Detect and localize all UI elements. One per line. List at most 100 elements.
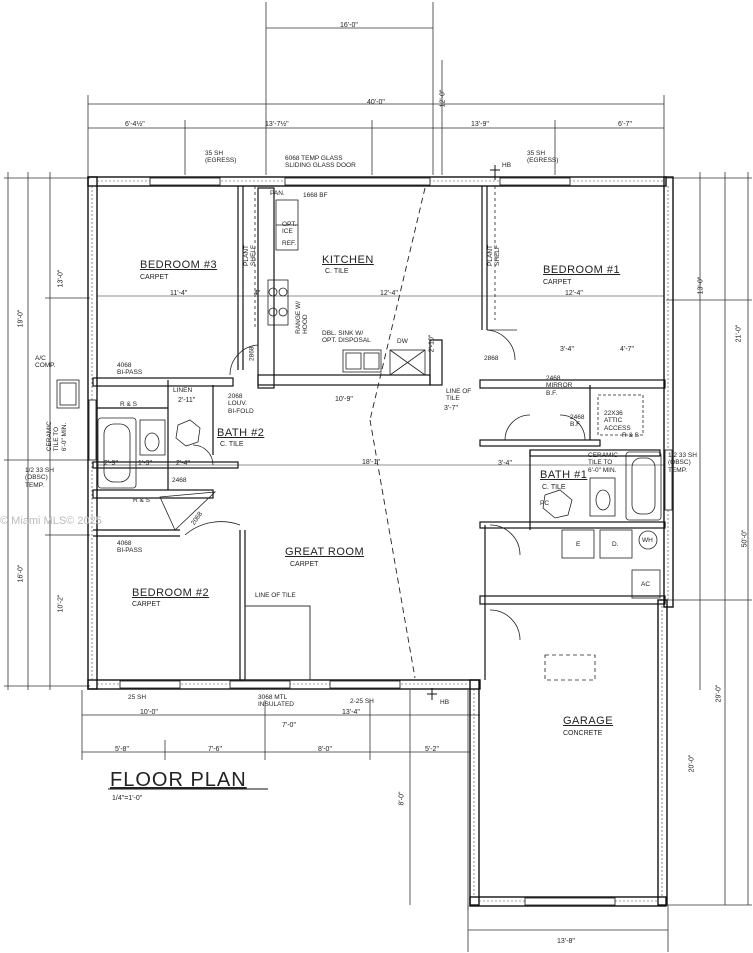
dim-d2: 13'-7½"	[265, 121, 289, 128]
note-rs-1: R & S	[120, 401, 137, 408]
note-sh25: 25 SH	[128, 694, 147, 701]
dim-m2: 1'-3"	[138, 460, 152, 467]
room-kitchen-finish: C. TILE	[325, 268, 349, 275]
dim-left-10: 10'-2"	[57, 594, 65, 613]
plan-title: FLOOR PLAN	[110, 769, 247, 791]
note-range: RANGE W/ HOOD	[294, 301, 310, 334]
note-hb-bottom: HB	[440, 699, 450, 706]
note-ref: REF.	[282, 240, 297, 247]
note-e: E	[576, 541, 581, 548]
dim-bottom-4: 5'-2"	[425, 746, 439, 753]
note-line-of-tile-kitchen: LINE OF TILE	[446, 388, 472, 403]
dim-overall-width: 40'-0"	[367, 99, 385, 106]
dim-bedroom3-width: 11'-4"	[170, 290, 188, 297]
note-sh33-right: 1/2 33 SH (OBSC) TEMP.	[668, 452, 697, 474]
note-ceramic-right: CERAMIC TILE TO 6'-0" MIN.	[588, 452, 618, 474]
dim-garage-width: 13'-8"	[557, 938, 575, 945]
note-bf-2468: 2468 B.F.	[570, 414, 585, 429]
watermark: © Miami MLS© 2025	[0, 515, 102, 527]
note-sh-right: 35 SH (EGRESS)	[527, 150, 559, 165]
room-bedroom2-name: BEDROOM #2	[132, 587, 210, 599]
room-garage-finish: CONCRETE	[563, 730, 603, 737]
dim-right-20: 20'-0"	[688, 754, 696, 773]
dim-m8: 2'-10"	[428, 334, 436, 353]
note-ac-unit: AC	[641, 581, 651, 588]
room-bath2-name: BATH #2	[217, 427, 265, 439]
note-door-2868-a: 2868	[248, 346, 256, 361]
dim-d3: 13'-9"	[471, 121, 489, 128]
note-ceramic-left: CERAMIC TILE TO 6'-0" MIN.	[45, 421, 68, 452]
dim-bottom-5: 10'-0"	[140, 709, 158, 716]
note-water-heater: WH	[642, 537, 653, 544]
note-ac-comp: A/C COMP.	[35, 355, 56, 370]
note-door-3068: 3068 MTL INSULATED	[258, 694, 294, 709]
dim-bedroom1-width: 12'-4"	[565, 290, 583, 297]
dim-m1: 2'-9"	[104, 460, 118, 467]
note-rs-2: R & S	[133, 497, 150, 504]
dim-kitchen-width: 12'-4"	[380, 290, 398, 297]
dim-m3: 2'-4"	[176, 460, 190, 467]
dim-left-19: 19'-0"	[17, 309, 25, 328]
note-sh-left: 35 SH (EGRESS)	[205, 150, 237, 165]
room-bath2-finish: C. TILE	[220, 441, 244, 448]
dim-right-13: 13'-0"	[697, 276, 705, 295]
dim-right-21: 21'-0"	[735, 324, 743, 343]
note-opt-ice: OPT. ICE	[282, 221, 297, 236]
room-bedroom3-finish: CARPET	[140, 274, 169, 281]
note-mirror: 2468 MIRROR B.F.	[546, 375, 573, 397]
note-attic-access: 22X36 ATTIC ACCESS	[604, 410, 631, 432]
note-bipass-2: 4068 BI-PASS	[117, 540, 143, 555]
note-d: D.	[612, 541, 619, 548]
note-pc: PC	[540, 500, 550, 507]
note-linen: LINEN	[173, 387, 193, 394]
room-bedroom1-finish: CARPET	[543, 279, 572, 286]
note-sh33-left: 1/2 33 SH (OBSC) TEMP.	[25, 467, 54, 489]
room-bedroom1-name: BEDROOM #1	[543, 264, 621, 276]
note-rs-3: R & S	[622, 432, 639, 439]
dim-bottom-7: 13'-4"	[342, 709, 360, 716]
dim-hall-kitchen: 10'-9"	[335, 396, 353, 403]
room-bath1-finish: C. TILE	[542, 484, 566, 491]
note-louv: 2068 LOUV. BI-FOLD	[228, 393, 254, 415]
plan-scale: 1/4"=1'-0"	[112, 795, 143, 802]
note-plant-shelf-left: PLANT SHELF	[243, 244, 258, 266]
note-dw: DW	[397, 338, 408, 345]
dim-d4: 6'-7"	[618, 121, 632, 128]
note-hb-top: HB	[502, 162, 512, 169]
dim-bottom-3: 8'-0"	[318, 746, 332, 753]
dim-m7: 3'-4"	[560, 346, 574, 353]
dim-k4: 3'-7"	[444, 405, 458, 412]
room-bedroom2-finish: CARPET	[132, 601, 161, 608]
room-bath1-name: BATH #1	[540, 469, 588, 481]
dim-bottom-2: 7'-6"	[208, 746, 222, 753]
note-door-2468: 2468	[172, 477, 187, 484]
dim-m6: 4'-7"	[620, 346, 634, 353]
dim-left-13: 13'-0"	[57, 269, 65, 288]
dim-b3w: 3'-4"	[498, 460, 512, 467]
dim-garage-ext: 8'-0"	[398, 791, 406, 806]
dim-hall-width: 18'-1"	[362, 459, 380, 466]
dim-bottom-1: 5'-8"	[115, 746, 129, 753]
dim-m4: 2'-11"	[178, 397, 196, 404]
room-garage-name: GARAGE	[563, 715, 614, 727]
dim-bottom-6: 7'-0"	[282, 722, 296, 729]
dim-m5: 4"	[254, 290, 261, 297]
dim-d1: 6'-4½"	[125, 121, 145, 128]
note-door-2868-b: 2868	[484, 355, 499, 362]
note-sh225: 2-25 SH	[350, 698, 374, 705]
note-sliding-glass-door: 6068 TEMP GLASS SLIDING GLASS DOOR	[285, 155, 356, 170]
room-great-room-name: GREAT ROOM	[285, 546, 365, 558]
dim-left-16: 16'-0"	[17, 564, 25, 583]
room-great-room-finish: CARPET	[290, 561, 319, 568]
dim-top-ext: 16'-0"	[340, 22, 358, 29]
room-kitchen-name: KITCHEN	[322, 254, 374, 266]
dim-right-29: 29'-0"	[715, 684, 723, 703]
note-sink: DBL. SINK W/ OPT. DISPOSAL	[322, 330, 371, 345]
note-line-of-tile: LINE OF TILE	[255, 592, 296, 599]
dim-right-50: 50'-0"	[741, 529, 749, 548]
note-plant-shelf-right: PLANT SHELF	[487, 244, 502, 266]
note-pantry: PAN.	[270, 190, 285, 197]
note-bipass-1: 4068 BI-PASS	[117, 362, 143, 377]
room-bedroom3-name: BEDROOM #3	[140, 259, 218, 271]
